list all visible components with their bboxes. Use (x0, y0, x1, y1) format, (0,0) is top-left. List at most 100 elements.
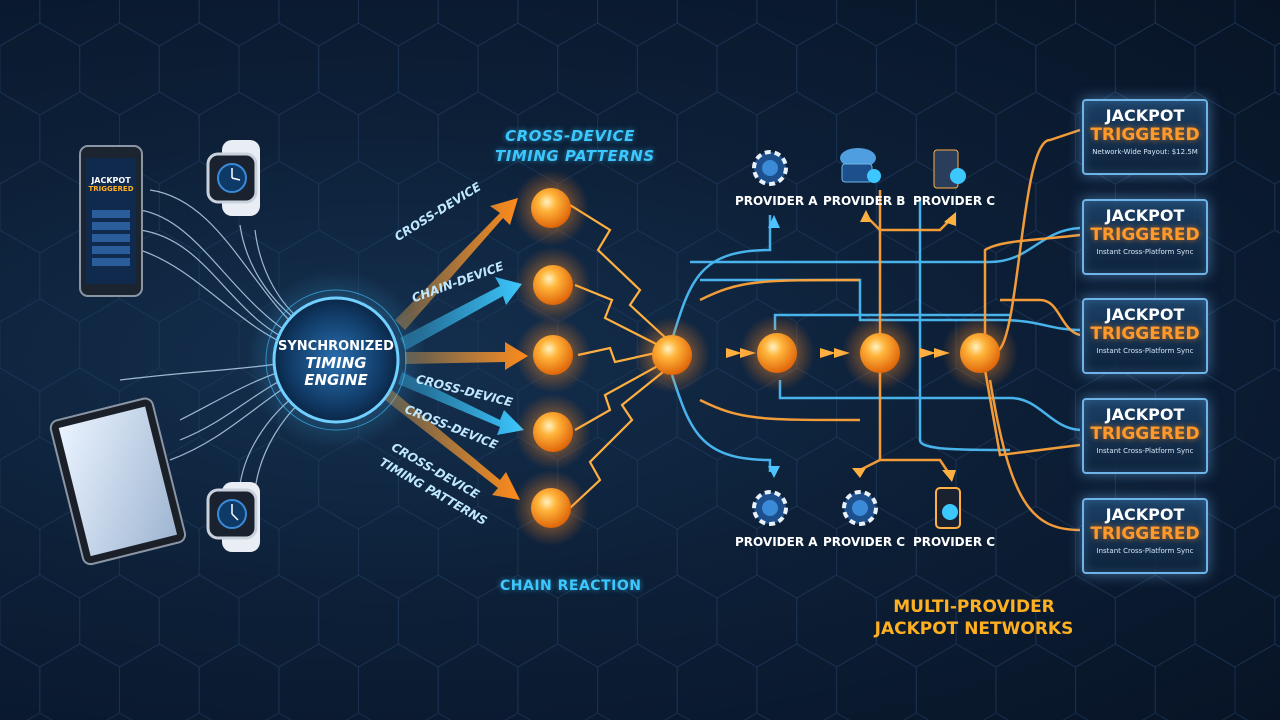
chain-node (634, 317, 710, 393)
hex-cell (318, 160, 399, 254)
hex-cell (1114, 574, 1196, 668)
jackpot-panel-5: JACKPOT TRIGGERED Instant Cross-Platform… (1082, 498, 1208, 574)
mobile-game-icon (935, 487, 961, 529)
hex-cell (636, 22, 718, 116)
hex-cell (1075, 0, 1156, 47)
chain-caption: CHAIN REACTION (500, 578, 642, 594)
hex-cell (836, 0, 917, 47)
jackpot-panel-3: JACKPOT TRIGGERED Instant Cross-Platform… (1082, 298, 1208, 374)
engine-label-line1: SYNCHRONIZED (278, 339, 394, 354)
chain-node (513, 470, 589, 546)
jackpot-subtext: Instant Cross-Platform Sync (1096, 248, 1194, 256)
provider-bottom-c1: PROVIDER C (823, 535, 906, 549)
hex-cell (636, 436, 718, 530)
top-caption-line2: TIMING PATTERNS (495, 147, 655, 165)
hex-cell (716, 574, 798, 668)
top-caption: CROSS-DEVICE TIMING PATTERNS (495, 126, 655, 166)
hex-cell (278, 643, 359, 720)
chain-node (739, 315, 815, 391)
hex-cell (119, 0, 200, 47)
lightning-bolts (569, 204, 669, 509)
tablet (49, 397, 187, 566)
jackpot-status: TRIGGERED (1090, 424, 1200, 444)
hex-cell (1234, 367, 1280, 461)
hex-cell (318, 22, 399, 116)
hex-cell (915, 643, 997, 720)
hex-cell (0, 505, 41, 599)
hex-cell (995, 91, 1077, 185)
hex-cell (597, 0, 678, 47)
hex-cell (1194, 574, 1276, 668)
smartphone (79, 145, 143, 297)
chain-node (515, 247, 591, 323)
hex-cell (158, 574, 240, 668)
chain-node (942, 315, 1018, 391)
jackpot-status: TRIGGERED (1090, 524, 1200, 544)
jackpot-title: JACKPOT (1105, 305, 1185, 324)
hex-cell (756, 0, 838, 47)
hex-cell (1274, 42, 1280, 96)
chain-arrows (726, 210, 956, 482)
hex-cell (1274, 180, 1280, 234)
hex-cell (676, 91, 758, 185)
hex-cell (437, 643, 519, 720)
hex-cell (995, 0, 1077, 47)
jackpot-subtext: Instant Cross-Platform Sync (1096, 447, 1194, 455)
engine-label-line2: TIMING (305, 354, 367, 372)
hex-cell (1234, 505, 1280, 599)
hex-cell (836, 229, 917, 323)
provider-icons (752, 148, 966, 529)
hex-cell (0, 574, 81, 668)
phone-screen-line1: JACKPOT (91, 176, 131, 185)
hex-cell (39, 0, 120, 47)
hex-cell (0, 0, 41, 47)
hex-cell (1234, 0, 1280, 47)
chain-nodes (513, 170, 1018, 546)
jackpot-title: JACKPOT (1105, 206, 1185, 225)
hex-cell (0, 91, 41, 185)
hex-cell (836, 643, 917, 720)
hex-cell (716, 22, 798, 116)
hex-cell (1234, 91, 1280, 185)
hex-cell (278, 505, 359, 599)
provider-top-b: PROVIDER B (823, 194, 906, 208)
hex-cell (0, 298, 81, 392)
chain-node (515, 317, 591, 393)
hex-cell (597, 643, 678, 720)
hex-cell (995, 643, 1077, 720)
hex-cell (557, 22, 638, 116)
casino-chip-icon (752, 490, 788, 526)
hex-cell (79, 574, 160, 668)
hex-cell (676, 643, 758, 720)
chain-node (513, 170, 589, 246)
smartwatch-top (206, 140, 260, 216)
hex-cell (318, 574, 399, 668)
casino-chip-icon (752, 150, 788, 186)
jackpot-title: JACKPOT (1105, 505, 1185, 524)
hex-cell (158, 298, 240, 392)
jackpot-subtext: Network-Wide Payout: $12.5M (1092, 148, 1198, 156)
hex-cell (1075, 643, 1156, 720)
jackpot-status: TRIGGERED (1090, 225, 1200, 245)
chain-node (515, 394, 591, 470)
hex-cell (1274, 318, 1280, 372)
engine-label-line3: ENGINE (304, 371, 368, 389)
hex-cell (676, 505, 758, 599)
hex-cell (756, 643, 838, 720)
jackpot-subtext: Instant Cross-Platform Sync (1096, 347, 1194, 355)
hex-cell (318, 436, 399, 530)
hex-cell (437, 0, 519, 47)
hex-cell (875, 22, 957, 116)
hex-cell (358, 0, 439, 47)
hex-cell (79, 22, 160, 116)
hex-cell (995, 505, 1077, 599)
hex-cell (198, 643, 280, 720)
hex-cell (796, 22, 877, 116)
phone-screen-line2: TRIGGERED (88, 185, 134, 193)
hex-cell (238, 22, 320, 116)
orange-network-lines (699, 128, 1081, 532)
hex-cell (1234, 643, 1280, 720)
hex-cell (358, 91, 439, 185)
hex-cell (397, 574, 479, 668)
hex-cell (1154, 643, 1236, 720)
